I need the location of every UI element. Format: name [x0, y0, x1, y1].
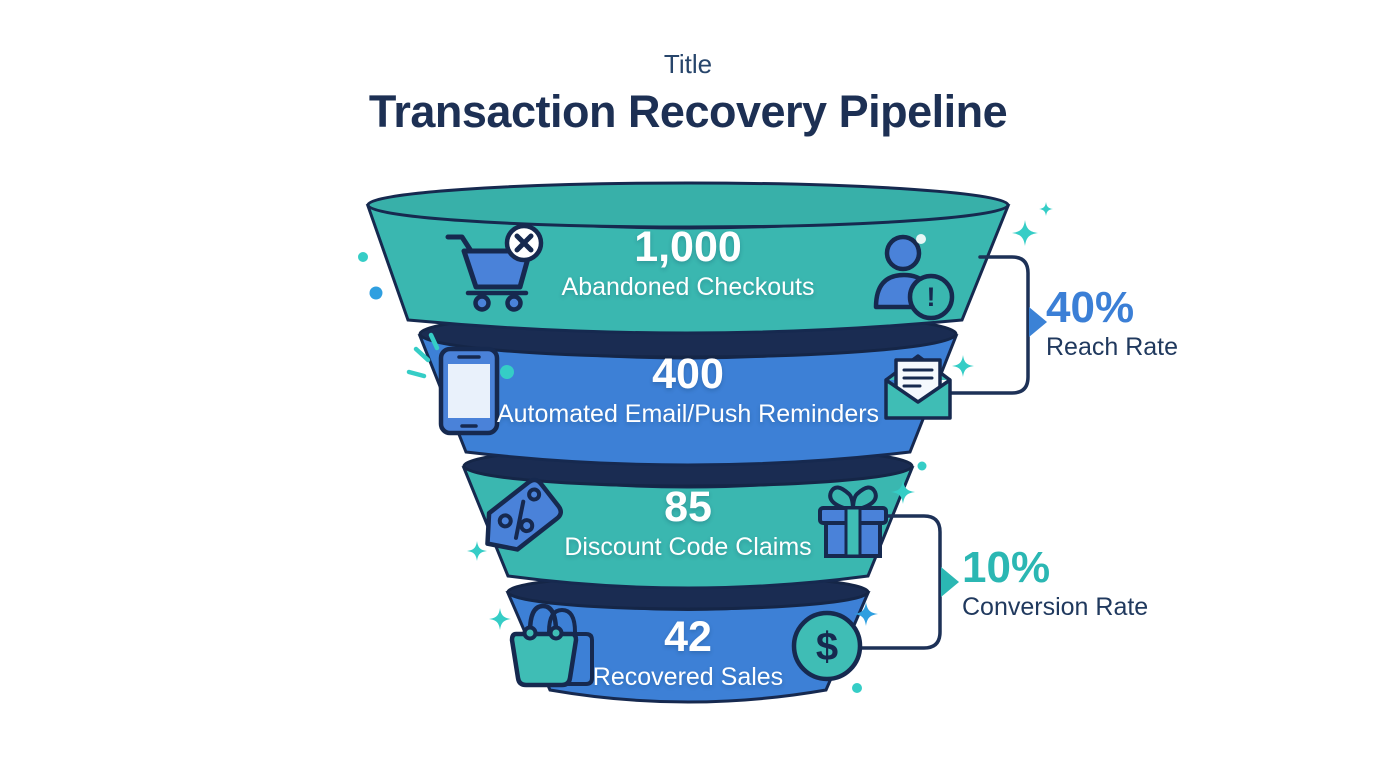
- decor-dot: [358, 252, 368, 262]
- conversion-rate-bracket: [860, 514, 942, 650]
- stage-2-text: 400 Automated Email/Push Reminders: [338, 353, 1038, 427]
- open-email-icon: [884, 354, 952, 420]
- annotation-value: 40%: [1046, 283, 1135, 332]
- decor-dot: [852, 683, 862, 693]
- annotation-value: 10%: [962, 543, 1051, 592]
- stage-value: 400: [652, 350, 724, 398]
- stage-value: 85: [664, 483, 712, 531]
- conversion-rate-arrow-icon: [941, 567, 959, 597]
- decor-dot: [916, 234, 926, 244]
- stage-value: 42: [664, 613, 712, 661]
- annotation-label: Conversion Rate: [962, 593, 1149, 621]
- title-eyebrow: Title: [663, 49, 713, 79]
- page-title: Transaction Recovery Pipeline: [368, 85, 1008, 137]
- reach-rate-arrow-icon: [1029, 307, 1047, 337]
- dollar-glyph: $: [816, 625, 838, 669]
- title-block: Title Transaction Recovery Pipeline: [0, 49, 1376, 137]
- stage-1-text: 1,000 Abandoned Checkouts: [338, 226, 1038, 300]
- sparkle-decorations: [358, 202, 1053, 693]
- reach-rate-bracket: [948, 255, 1030, 395]
- decor-dot: [917, 461, 927, 471]
- stage-value: 1,000: [634, 223, 742, 271]
- discount-tag-icon: [485, 477, 563, 552]
- annotation-label: Reach Rate: [1046, 333, 1179, 361]
- stage-label: Recovered Sales: [592, 663, 784, 691]
- stage-label: Automated Email/Push Reminders: [496, 400, 880, 428]
- reach-rate-annotation: 40% Reach Rate: [1046, 286, 1178, 360]
- decor-dot: [500, 365, 514, 379]
- sparkle-icon: [1039, 202, 1053, 216]
- abandoned-cart-icon: [445, 223, 544, 312]
- alert-glyph: !: [927, 282, 936, 312]
- stage-label: Abandoned Checkouts: [561, 273, 815, 301]
- gift-icon: [818, 485, 888, 558]
- stage-3-text: 85 Discount Code Claims: [338, 486, 1038, 560]
- decor-dot: [369, 286, 383, 300]
- shopping-bag-icon: [509, 603, 594, 688]
- customer-alert-icon: !: [873, 234, 955, 321]
- stage-label: Discount Code Claims: [564, 533, 812, 561]
- smartphone-icon: [406, 332, 514, 436]
- conversion-rate-annotation: 10% Conversion Rate: [962, 546, 1148, 620]
- stage-4-text: 42 Recovered Sales: [338, 616, 1038, 690]
- dollar-coin-icon: $: [791, 610, 863, 682]
